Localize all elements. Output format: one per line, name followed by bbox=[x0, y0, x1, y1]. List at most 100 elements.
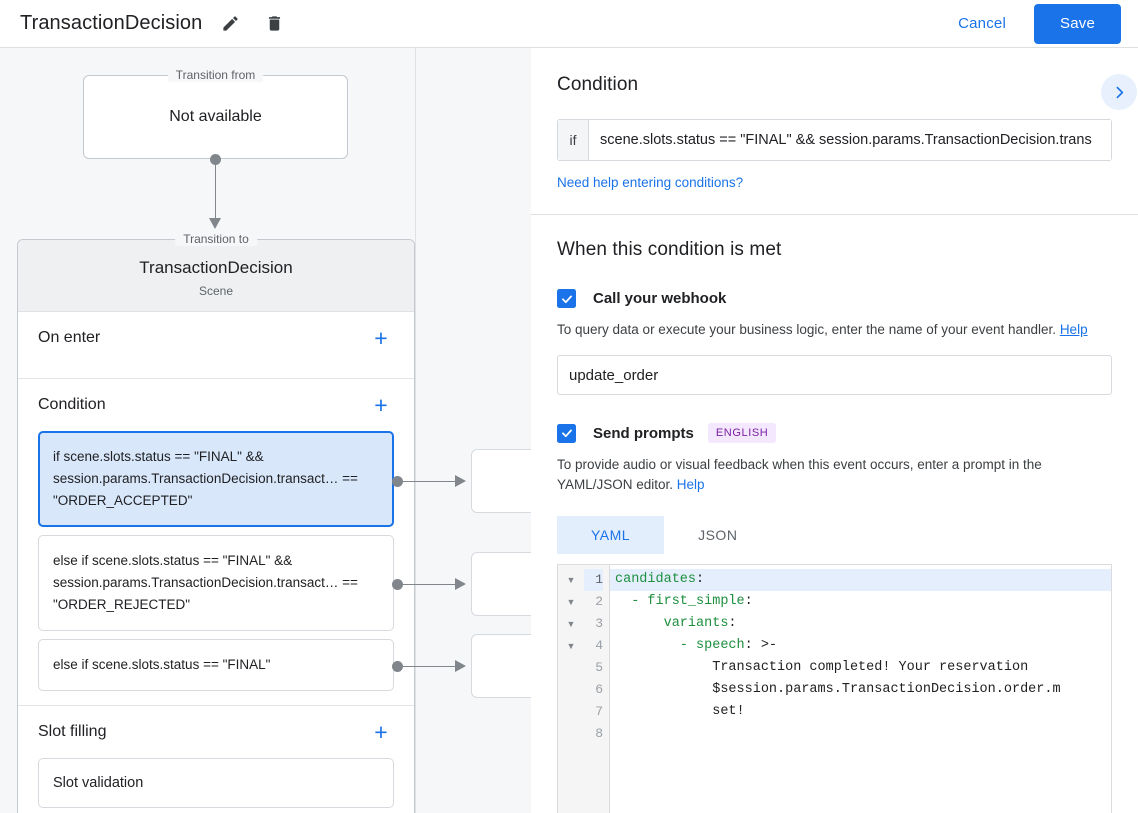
line-number: 8 bbox=[595, 726, 603, 741]
slot-validation-item[interactable]: Slot validation bbox=[38, 758, 394, 808]
webhook-handler-input[interactable] bbox=[557, 355, 1112, 395]
editor-line-numbers: 1 2 3 4 5 6 7 8 bbox=[584, 565, 610, 813]
code-line: Transaction completed! Your reservation bbox=[615, 660, 1029, 675]
top-app-bar: TransactionDecision Cancel Save bbox=[0, 0, 1138, 48]
transition-arrow-head bbox=[209, 218, 221, 229]
condition-connector-line bbox=[403, 584, 456, 585]
call-webhook-label: Call your webhook bbox=[593, 290, 727, 307]
line-number: 7 bbox=[595, 704, 603, 719]
add-on-enter-button[interactable]: + bbox=[374, 324, 388, 351]
prompts-hint-text: To provide audio or visual feedback when… bbox=[557, 457, 1042, 492]
condition-connector-arrow bbox=[455, 475, 466, 487]
chevron-right-icon bbox=[1116, 86, 1123, 98]
cancel-button[interactable]: Cancel bbox=[944, 6, 1020, 41]
scene-card: Transition to TransactionDecision Scene … bbox=[17, 232, 415, 813]
section-slot-filling-header: Slot filling + bbox=[38, 706, 394, 758]
details-panel: Condition if Need help entering conditio… bbox=[531, 48, 1138, 813]
code-line: - first_simple: bbox=[610, 591, 1111, 613]
transition-target-box[interactable] bbox=[471, 552, 531, 616]
transition-target-box[interactable] bbox=[471, 634, 531, 698]
edit-button[interactable] bbox=[214, 8, 246, 40]
tab-yaml[interactable]: YAML bbox=[557, 516, 665, 554]
scene-name: TransactionDecision bbox=[139, 258, 293, 277]
section-condition-title: Condition bbox=[38, 396, 106, 413]
condition-anchor-dot bbox=[392, 661, 403, 672]
code-editor[interactable]: ▼ ▼ ▼ ▼ 1 2 3 4 5 6 7 8 candidates: - fi… bbox=[557, 564, 1112, 813]
code-line: set! bbox=[615, 704, 745, 719]
scene-header[interactable]: Transition to TransactionDecision Scene bbox=[18, 232, 414, 312]
delete-button[interactable] bbox=[258, 8, 290, 40]
condition-list-item[interactable]: else if scene.slots.status == "FINAL" &&… bbox=[38, 535, 394, 631]
prompts-hint: To provide audio or visual feedback when… bbox=[557, 455, 1112, 495]
code-key: - first_simple bbox=[615, 594, 745, 609]
when-met-heading: When this condition is met bbox=[557, 239, 782, 260]
if-label: if bbox=[558, 120, 589, 160]
webhook-hint-text: To query data or execute your business l… bbox=[557, 322, 1060, 337]
page-title: TransactionDecision bbox=[20, 12, 203, 34]
condition-anchor-dot bbox=[392, 476, 403, 487]
transition-from-legend: Transition from bbox=[167, 68, 264, 82]
call-webhook-checkbox[interactable] bbox=[557, 289, 576, 308]
save-button[interactable]: Save bbox=[1034, 3, 1121, 44]
language-badge: ENGLISH bbox=[707, 423, 777, 443]
checkmark-icon bbox=[561, 295, 572, 303]
fold-toggle-icon[interactable]: ▼ bbox=[566, 641, 576, 651]
webhook-checkbox-row: Call your webhook bbox=[557, 289, 1112, 308]
editor-code-area[interactable]: candidates: - first_simple: variants: - … bbox=[610, 565, 1111, 813]
section-condition: Condition + if scene.slots.status == "FI… bbox=[18, 379, 414, 706]
code-line: - speech: >- bbox=[610, 635, 1111, 657]
transition-target-box[interactable] bbox=[471, 449, 531, 513]
fold-toggle-icon[interactable]: ▼ bbox=[566, 575, 576, 585]
prompts-help-link[interactable]: Help bbox=[676, 477, 705, 492]
condition-help-link[interactable]: Need help entering conditions? bbox=[557, 175, 744, 190]
condition-heading: Condition bbox=[557, 74, 639, 95]
code-key: candidates bbox=[615, 572, 697, 587]
expand-panel-button[interactable] bbox=[1101, 74, 1137, 110]
add-condition-button[interactable]: + bbox=[374, 391, 388, 418]
code-line: $session.params.TransactionDecision.orde… bbox=[615, 682, 1061, 697]
condition-connector-line bbox=[403, 666, 456, 667]
code-key: variants bbox=[615, 616, 729, 631]
section-slot-filling-title: Slot filling bbox=[38, 723, 107, 740]
add-slot-filling-button[interactable]: + bbox=[374, 718, 388, 745]
transition-from-value: Not available bbox=[169, 108, 262, 125]
pencil-icon bbox=[223, 16, 238, 31]
line-number: 3 bbox=[595, 616, 603, 631]
line-number: 2 bbox=[595, 594, 603, 609]
topbar-actions: Cancel Save bbox=[944, 3, 1138, 44]
transition-to-legend: Transition to bbox=[175, 232, 257, 246]
webhook-help-link[interactable]: Help bbox=[1059, 322, 1088, 337]
condition-section: Condition if Need help entering conditio… bbox=[531, 48, 1138, 215]
line-number: 4 bbox=[595, 638, 603, 653]
send-prompts-label: Send prompts bbox=[593, 424, 694, 442]
code-punct: : >- bbox=[744, 638, 778, 653]
when-condition-met-section: When this condition is met Call your web… bbox=[531, 215, 1138, 813]
trash-icon bbox=[268, 16, 280, 31]
code-punct: : bbox=[728, 616, 737, 631]
transition-arrow-line bbox=[215, 160, 216, 222]
line-number: 5 bbox=[595, 660, 603, 675]
scene-subtitle: Scene bbox=[198, 284, 234, 298]
condition-expression-input[interactable] bbox=[589, 120, 1111, 160]
tab-json[interactable]: JSON bbox=[698, 527, 738, 543]
transition-from-anchor-dot bbox=[210, 154, 221, 165]
transition-from-box[interactable]: Transition from Not available bbox=[83, 68, 348, 159]
flow-canvas: Transition from Not available Transition… bbox=[0, 48, 531, 813]
condition-connector-arrow bbox=[455, 578, 466, 590]
code-punct: : bbox=[696, 572, 705, 587]
fold-toggle-icon[interactable]: ▼ bbox=[566, 619, 576, 629]
section-condition-header: Condition + bbox=[38, 379, 394, 431]
section-on-enter-title: On enter bbox=[38, 329, 101, 346]
line-number: 6 bbox=[595, 682, 603, 697]
editor-fold-gutter: ▼ ▼ ▼ ▼ bbox=[558, 565, 584, 813]
condition-list-item[interactable]: else if scene.slots.status == "FINAL" bbox=[38, 639, 394, 691]
code-line: variants: bbox=[610, 613, 1111, 635]
prompts-checkbox-row: Send prompts ENGLISH bbox=[557, 423, 1112, 443]
condition-list-item[interactable]: if scene.slots.status == "FINAL" && sess… bbox=[38, 431, 394, 527]
canvas-divider-line bbox=[415, 48, 416, 813]
condition-anchor-dot bbox=[392, 579, 403, 590]
section-slot-filling: Slot filling + Slot validation bbox=[18, 706, 414, 813]
fold-toggle-icon[interactable]: ▼ bbox=[566, 597, 576, 607]
code-punct: : bbox=[744, 594, 753, 609]
send-prompts-checkbox[interactable] bbox=[557, 423, 576, 443]
